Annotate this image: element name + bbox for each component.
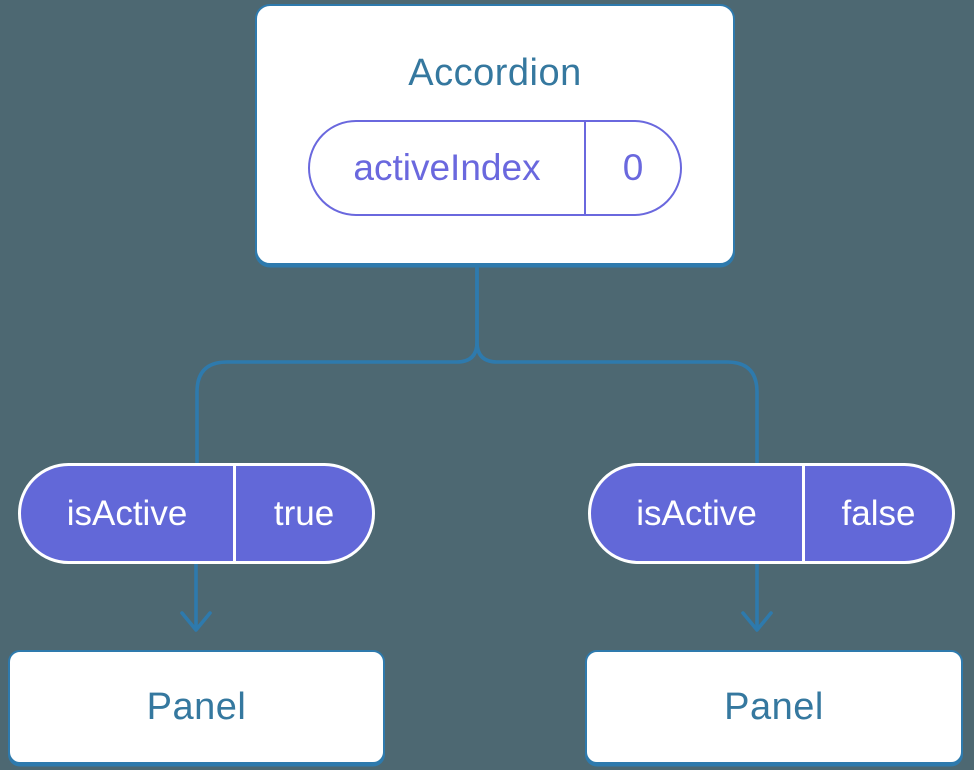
panel-node-title: Panel <box>146 686 247 728</box>
accordion-node-title: Accordion <box>408 52 582 94</box>
accordion-component-node: Accordion activeIndex 0 <box>255 4 735 265</box>
prop-value-label: false <box>841 493 916 533</box>
prop-name-label: isActive <box>21 466 236 561</box>
panel-component-node-left: Panel <box>8 650 385 764</box>
prop-name-label: isActive <box>591 466 805 561</box>
prop-pill-isactive-false: isActive false <box>588 463 955 564</box>
arrow-head-right-icon <box>741 611 773 632</box>
fork-branch-right-line <box>475 264 759 468</box>
fork-branch-left-line <box>195 264 479 468</box>
prop-value-label: true <box>273 493 335 533</box>
prop-pill-isactive-true: isActive true <box>18 463 375 564</box>
state-name-label: activeIndex <box>310 122 586 214</box>
state-value-label: 0 <box>622 147 644 188</box>
panel-node-title: Panel <box>724 686 824 728</box>
panel-component-node-right: Panel <box>585 650 963 764</box>
arrow-head-left-icon <box>180 611 212 632</box>
state-pill-activeindex: activeIndex 0 <box>308 120 682 216</box>
